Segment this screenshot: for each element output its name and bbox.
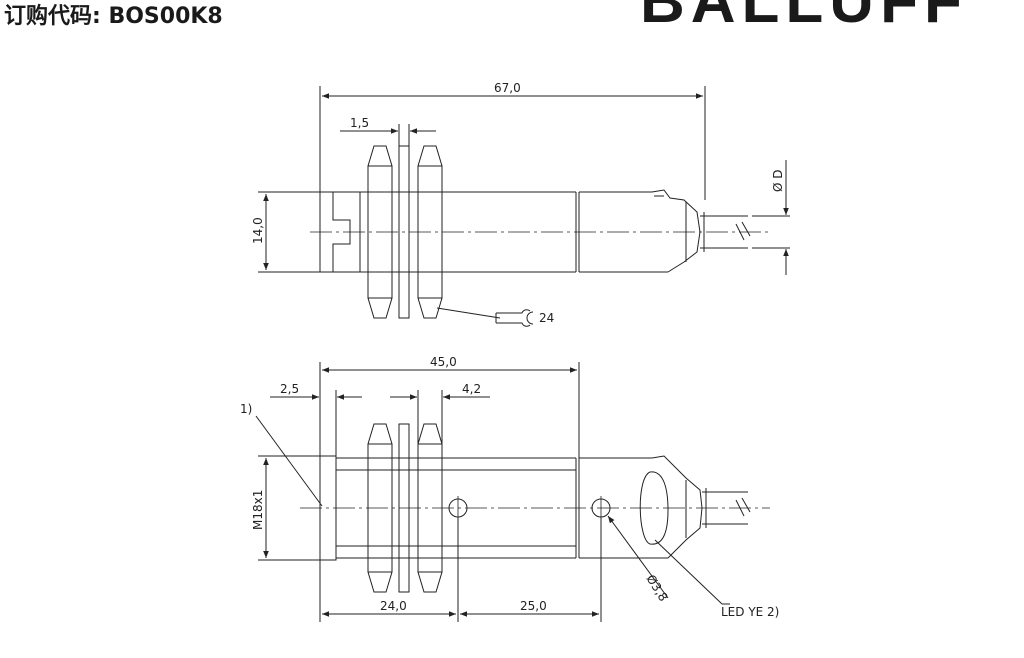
dim-thread: M18x1 <box>251 490 265 530</box>
dim-flange-thickness: 1,5 <box>350 116 369 130</box>
dim-body-length: 45,0 <box>430 355 457 369</box>
dim-to-first-hole: 24,0 <box>380 599 407 613</box>
dim-wrench-size: 24 <box>539 311 554 325</box>
dim-hole-diameter: Ø3,8 <box>643 572 670 604</box>
dim-washer-width: 4,2 <box>462 382 481 396</box>
dim-height: 14,0 <box>251 217 265 244</box>
note-1: 1) <box>240 402 252 416</box>
dim-nut-offset: 2,5 <box>280 382 299 396</box>
dim-total-length: 67,0 <box>494 81 521 95</box>
dim-cable-diameter: Ø D <box>771 170 785 193</box>
order-code-title: 订购代码: BOS00K8 <box>4 4 223 29</box>
brand-logo: BALLUFF <box>640 0 968 36</box>
led-label: LED YE 2) <box>721 605 779 619</box>
dim-between-holes: 25,0 <box>520 599 547 613</box>
